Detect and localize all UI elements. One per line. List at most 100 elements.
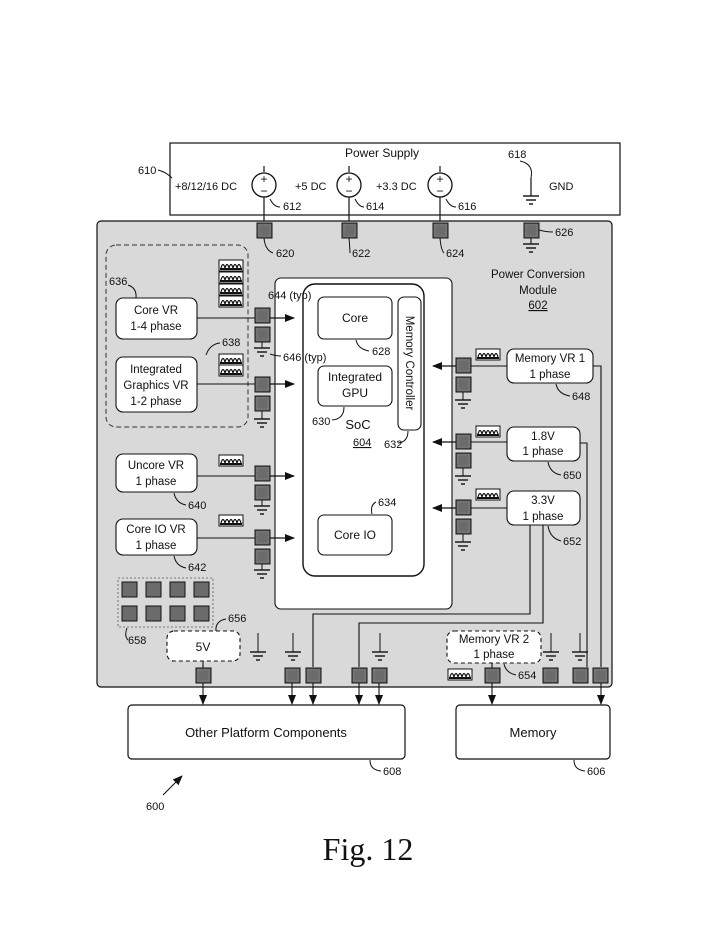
wire-5v-soc — [312, 525, 531, 667]
pin-622 — [341, 222, 358, 239]
graphics-vr-label-1: Integrated — [130, 364, 182, 376]
memory-controller-label: Memory Controller — [403, 316, 415, 411]
memory-vr1-label-2: 1 phase — [530, 369, 571, 381]
svg-text:−: − — [345, 184, 352, 198]
memory-vr1-label-1: Memory VR 1 — [515, 353, 585, 365]
memory-vr2-ref: 654 — [518, 670, 536, 682]
memory-vr1-ref: 648 — [572, 391, 590, 403]
core-vr-label-2: 1-4 phase — [130, 321, 181, 333]
svg-text:+: + — [260, 172, 267, 186]
capacitor-grid-ref: 658 — [128, 635, 146, 647]
memory-ref: 606 — [587, 766, 605, 778]
coreio-vr-box — [115, 518, 198, 556]
uncore-vr-ref: 640 — [188, 500, 206, 512]
inductor-icon-gfx-2 — [218, 364, 244, 377]
rail-label-3: +3.3 DC — [376, 181, 417, 193]
vr-1v8-box — [506, 426, 581, 462]
wire-memvr1-out — [593, 365, 602, 667]
core-block-ref: 628 — [372, 346, 390, 358]
core-block — [317, 296, 393, 340]
inductor-icon-core-1 — [218, 259, 244, 272]
coreio-vr-label-2: 1 phase — [136, 540, 177, 552]
left-pin-stack-uncore — [197, 465, 295, 515]
vr-3v3-label-2: 1 phase — [523, 511, 564, 523]
memory-box — [455, 704, 611, 760]
rail-label-2: +5 DC — [295, 181, 327, 193]
right-pin-stack-memvr1 — [432, 348, 507, 409]
pin-626 — [523, 222, 540, 239]
bottom-arrows — [199, 683, 605, 705]
pcm-ref: 602 — [528, 300, 547, 312]
coreio-block-ref: 634 — [378, 497, 396, 509]
wire-3v3-out — [358, 525, 544, 667]
power-supply-box: Power Supply — [169, 142, 621, 216]
coreio-block — [317, 514, 393, 556]
memory-label: Memory — [510, 725, 557, 740]
inductor-icon-memvr2 — [447, 668, 473, 681]
soc-label: SoC — [345, 417, 370, 432]
gpu-block-label-1: Integrated — [328, 370, 382, 384]
system-ref-arrow — [162, 775, 183, 796]
pin-ref-620: 620 — [276, 248, 294, 260]
gpu-block-label-2: GPU — [342, 386, 368, 400]
inductor-icon-core-2 — [218, 271, 244, 284]
coreio-block-label: Core IO — [334, 528, 376, 542]
rail-ref-2: 614 — [366, 201, 384, 213]
vr-1v8-label-2: 1 phase — [523, 446, 564, 458]
vr-1v8-label-1: 1.8V — [531, 431, 555, 443]
graphics-vr-ref: 638 — [222, 337, 240, 349]
left-pin-stack-core — [197, 307, 295, 357]
pin-ref-624: 624 — [446, 248, 464, 260]
memory-vr2-box — [446, 630, 542, 664]
gnd-ref: 618 — [508, 149, 526, 161]
memory-controller-ref: 632 — [384, 439, 402, 451]
other-platform-components-label: Other Platform Components — [185, 725, 347, 740]
vr-3v3-ref: 652 — [563, 536, 581, 548]
rail-ref-1: 612 — [283, 201, 301, 213]
vr-3v3-label-1: 3.3V — [531, 495, 555, 507]
svg-text:+: + — [345, 172, 352, 186]
memory-controller-block — [397, 296, 422, 431]
left-pin-stack-coreio — [197, 529, 295, 579]
pcm-title-2: Module — [519, 285, 557, 297]
capacitor-grid — [117, 577, 214, 628]
rail-ref-3: 616 — [458, 201, 476, 213]
inductor-icon-coreio — [218, 514, 244, 527]
rail-label-1: +8/12/16 DC — [175, 181, 237, 193]
system-ref: 600 — [146, 801, 164, 813]
graphics-vr-label-3: 1-2 phase — [130, 396, 181, 408]
figure-label: Fig. 12 — [323, 831, 414, 867]
uncore-vr-box — [115, 453, 198, 493]
vr-5v-label: 5V — [196, 640, 211, 654]
power-supply-ref: 610 — [138, 165, 156, 177]
cpu-vr-group — [105, 244, 249, 428]
gnd-label: GND — [549, 181, 574, 193]
other-platform-components-box — [127, 704, 406, 760]
core-vr-label-1: Core VR — [134, 305, 178, 317]
svg-text:−: − — [260, 184, 267, 198]
vr-5v-ref: 656 — [228, 613, 246, 625]
core-block-label: Core — [342, 311, 368, 325]
pin-ref-646: 646 (typ) — [283, 352, 326, 364]
uncore-vr-label-1: Uncore VR — [128, 460, 184, 472]
coreio-vr-ref: 642 — [188, 562, 206, 574]
inductor-icon-core-4 — [218, 295, 244, 308]
vr-1v8-ref: 650 — [563, 470, 581, 482]
inductor-icon-gfx-1 — [218, 353, 244, 366]
soc-box — [302, 283, 425, 577]
other-platform-components-ref: 608 — [383, 766, 401, 778]
graphics-vr-label-2: Graphics VR — [123, 380, 188, 392]
left-pin-stack-gfx — [197, 376, 295, 428]
right-pin-stack-1v8 — [432, 425, 507, 485]
bottom-grounds — [249, 633, 589, 661]
soc-ref: 604 — [353, 437, 371, 449]
core-vr-ref: 636 — [109, 276, 127, 288]
memory-vr2-label-1: Memory VR 2 — [459, 634, 529, 646]
pin-624 — [432, 222, 449, 239]
svg-text:+: + — [436, 172, 443, 186]
pin-ref-644: 644 (typ) — [268, 290, 311, 302]
power-supply-title: Power Supply — [345, 146, 419, 160]
pin-ref-626: 626 — [555, 227, 573, 239]
memory-vr2-label-2: 1 phase — [474, 649, 515, 661]
